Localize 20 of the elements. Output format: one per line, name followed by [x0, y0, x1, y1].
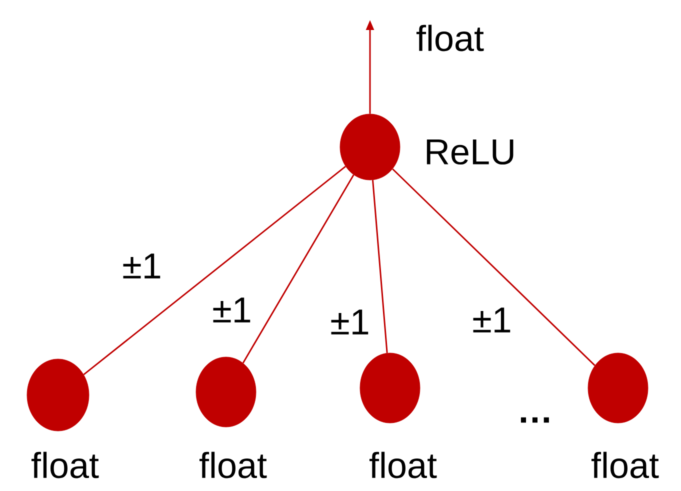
edge-label: ±1: [471, 306, 513, 334]
node-label: float: [31, 452, 99, 478]
connector-line: [83, 166, 346, 376]
connector-line: [242, 174, 354, 364]
connector-line: [372, 180, 388, 354]
node-label: float: [199, 452, 267, 478]
neuron-circle: [360, 352, 420, 424]
node-label: float: [369, 452, 437, 478]
node-label: float: [591, 452, 659, 478]
text-label: float: [416, 24, 484, 52]
neuron-circle: [340, 114, 400, 180]
edge-label: ±1: [211, 296, 253, 324]
neuron-circle: [26, 358, 90, 432]
neuron-circle: [196, 356, 256, 428]
neuron-circle: [588, 352, 648, 424]
connector-line: [392, 168, 596, 366]
node-label: ReLU: [426, 139, 514, 165]
text-label: …: [520, 417, 549, 423]
edge-label: ±1: [329, 308, 371, 336]
edge-label: ±1: [121, 252, 163, 280]
